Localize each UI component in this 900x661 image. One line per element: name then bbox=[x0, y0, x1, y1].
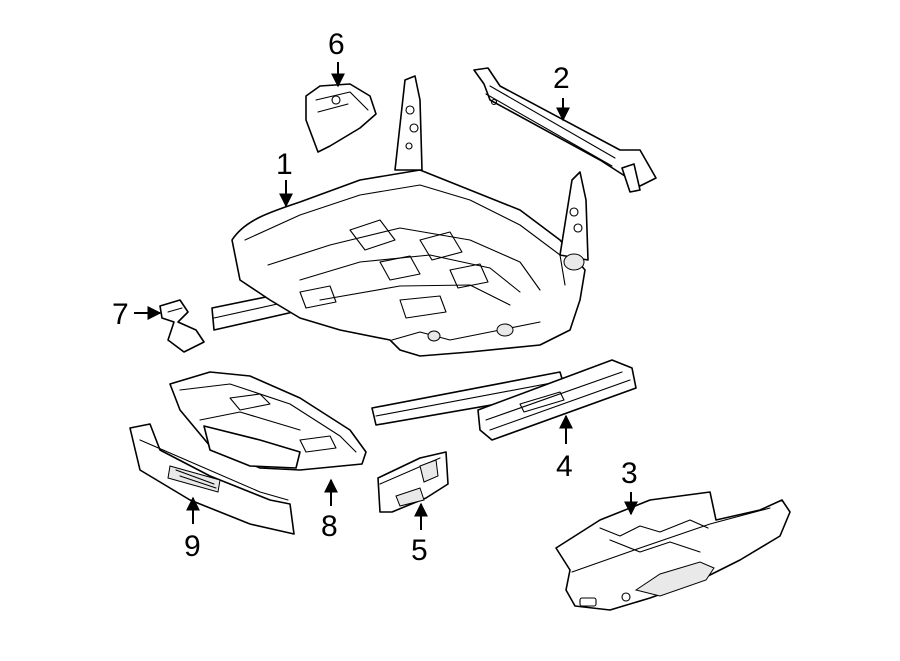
callout-7: 7 bbox=[112, 298, 129, 331]
callout-5: 5 bbox=[411, 534, 428, 567]
callout-9: 9 bbox=[184, 530, 201, 563]
callout-2: 2 bbox=[553, 62, 570, 95]
callout-8: 8 bbox=[321, 510, 338, 543]
part-8-lower-cover bbox=[169, 371, 367, 471]
callout-4: 4 bbox=[556, 450, 573, 483]
part-1-seat-frame bbox=[211, 75, 589, 426]
part-7-clip bbox=[159, 299, 205, 353]
part-3-side-trim bbox=[555, 491, 791, 611]
part-2-cross-bar bbox=[473, 67, 657, 193]
part-4-track-rail bbox=[477, 359, 637, 441]
callout-6: 6 bbox=[328, 28, 345, 61]
callout-3: 3 bbox=[621, 457, 638, 490]
part-5-seat-switch bbox=[377, 451, 449, 513]
part-6-bracket bbox=[305, 83, 377, 153]
callout-1: 1 bbox=[276, 148, 293, 181]
callout-arrows bbox=[134, 62, 638, 530]
part-9-front-valance bbox=[129, 423, 295, 535]
